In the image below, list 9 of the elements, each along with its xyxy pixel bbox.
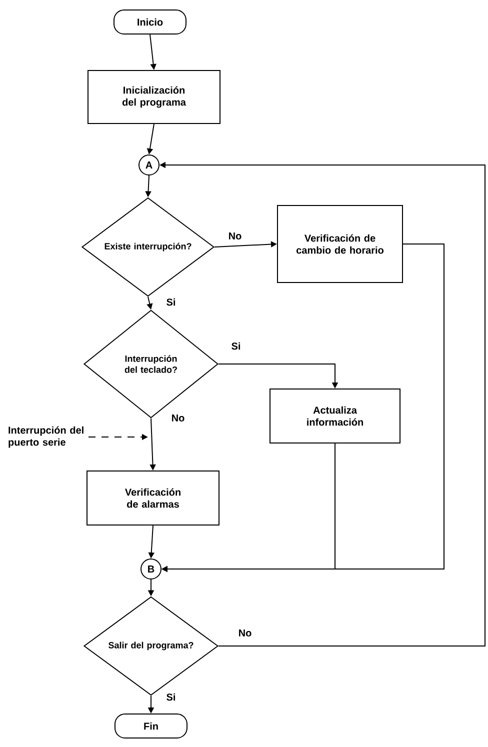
process-box: Inicialización del programa <box>88 70 220 124</box>
edge-label: Si <box>165 297 177 307</box>
edge-label: Si <box>230 341 242 351</box>
process-box: Verificación de cambio de horario <box>277 205 403 283</box>
edge-label: No <box>227 232 243 240</box>
note-text: Interrupción del puerto serie <box>8 426 84 448</box>
edge-label: No <box>237 628 253 638</box>
process-box: Actualiza información <box>270 388 400 444</box>
process-box: Verificación de alarmas <box>86 470 220 526</box>
